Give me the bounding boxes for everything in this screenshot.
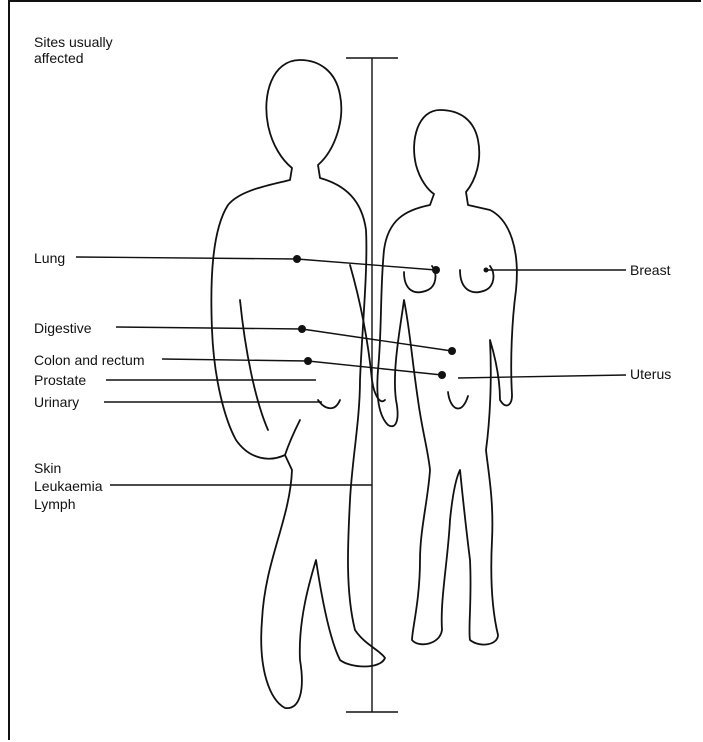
marker-lung-male bbox=[293, 255, 301, 263]
leader-digestive-female bbox=[302, 329, 452, 351]
leader-lung bbox=[76, 257, 297, 259]
marker-breast bbox=[484, 268, 489, 273]
leader-colon-rectum bbox=[162, 359, 308, 361]
leader-digestive bbox=[116, 327, 302, 329]
marker-colon-male bbox=[304, 357, 312, 365]
marker-digestive-male bbox=[298, 325, 306, 333]
marker-digestive-female bbox=[448, 347, 456, 355]
male-figure-outline bbox=[211, 60, 385, 708]
leader-uterus bbox=[458, 375, 626, 378]
leader-colon-rectum-female bbox=[308, 361, 442, 375]
marker-colon-female bbox=[438, 371, 446, 379]
marker-lung-female bbox=[432, 266, 440, 274]
